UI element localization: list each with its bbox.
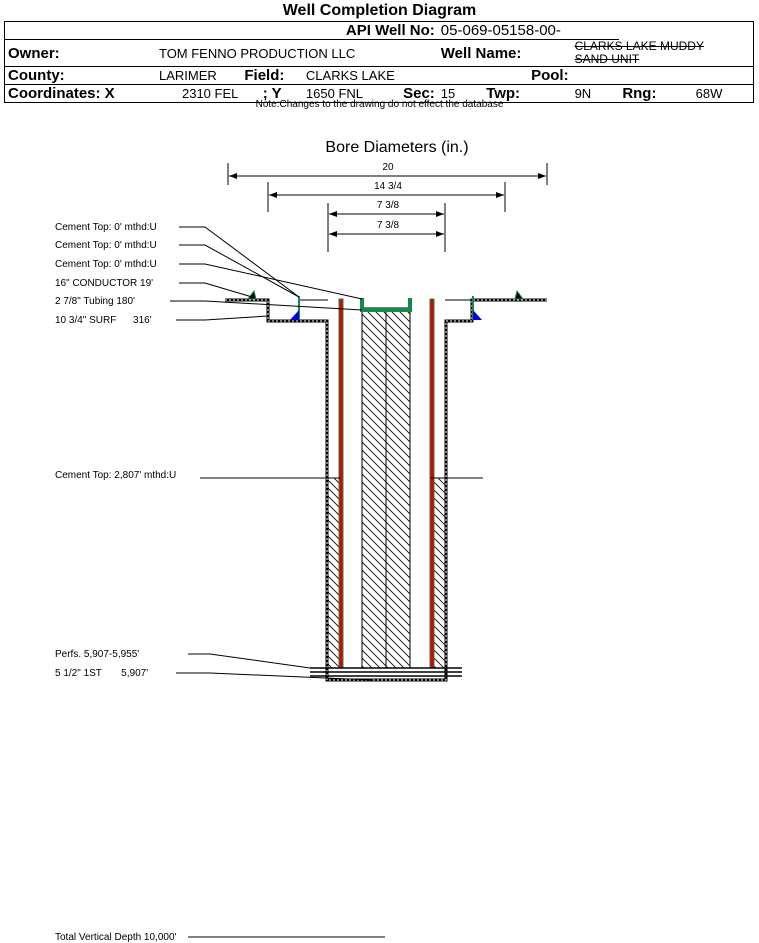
label-production-casing: 5 1/2" 1ST 5,907' <box>55 668 148 679</box>
owner-value: TOM FENNO PRODUCTION LLC <box>155 39 438 67</box>
cement-annulus-left <box>328 478 340 668</box>
coord-x-value: 2310 FEL <box>155 84 242 103</box>
label-cement-top-2: Cement Top: 0' mthd:U <box>55 240 157 251</box>
owner-label: Owner: <box>4 39 156 67</box>
note-text: Note:Changes to the drawing do not effec… <box>255 99 504 110</box>
cement-plug <box>360 298 412 312</box>
coord-y-label: ; Y <box>241 84 303 103</box>
county-label: County: <box>4 66 156 85</box>
rng-value: 68W <box>692 84 754 103</box>
label-surface-casing: 10 3/4" SURF 316' <box>55 315 152 326</box>
api-value: 05-069-05158-00- <box>437 21 620 40</box>
label-conductor: 16" CONDUCTOR 19' <box>55 278 153 289</box>
label-total-depth: Total Vertical Depth 10,000' <box>55 932 177 943</box>
flag-icon <box>247 289 257 300</box>
shoe-icon <box>473 310 482 320</box>
sec-label: Sec: <box>387 84 438 103</box>
page-title: Well Completion Diagram <box>282 2 477 19</box>
coord-y-value: 1650 FNL <box>302 84 388 103</box>
twp-label: Twp: <box>483 84 572 103</box>
bore-diameter-4: 7 3/8 <box>377 220 400 231</box>
bore-diameter-1: 20 <box>382 162 394 173</box>
rng-label: Rng: <box>619 84 693 103</box>
api-label: API Well No: <box>302 21 438 40</box>
bore-diameter-3: 7 3/8 <box>377 200 400 211</box>
bore-diameter-2: 14 3/4 <box>374 181 402 192</box>
dimension-lines <box>227 163 548 252</box>
shoe-icon <box>290 310 299 320</box>
casing-string-left <box>338 298 344 669</box>
twp-value: 9N <box>571 84 620 103</box>
field-label: Field: <box>241 66 303 85</box>
cement-annulus-right <box>432 478 445 668</box>
well-name-label: Well Name: <box>437 39 572 67</box>
bore-title: Bore Diameters (in.) <box>325 139 468 156</box>
label-tubing: 2 7/8" Tubing 180' <box>55 296 135 307</box>
flag-icon <box>514 289 524 300</box>
well-header-table: API Well No:05-069-05158-00- Owner:TOM F… <box>4 21 754 103</box>
field-value: CLARKS LAKE <box>302 66 438 85</box>
county-value: LARIMER <box>155 66 242 85</box>
label-perfs: Perfs. 5,907-5,955' <box>55 649 139 660</box>
label-cement-top-2807: Cement Top: 2,807' mthd:U <box>55 470 176 481</box>
label-cement-top-3: Cement Top: 0' mthd:U <box>55 259 157 270</box>
coord-x-label: Coordinates: X <box>4 84 156 103</box>
pool-label: Pool: <box>437 66 572 85</box>
label-cement-top-1: Cement Top: 0' mthd:U <box>55 222 157 233</box>
sec-value: 15 <box>437 84 484 103</box>
casing-string-right <box>429 298 435 669</box>
